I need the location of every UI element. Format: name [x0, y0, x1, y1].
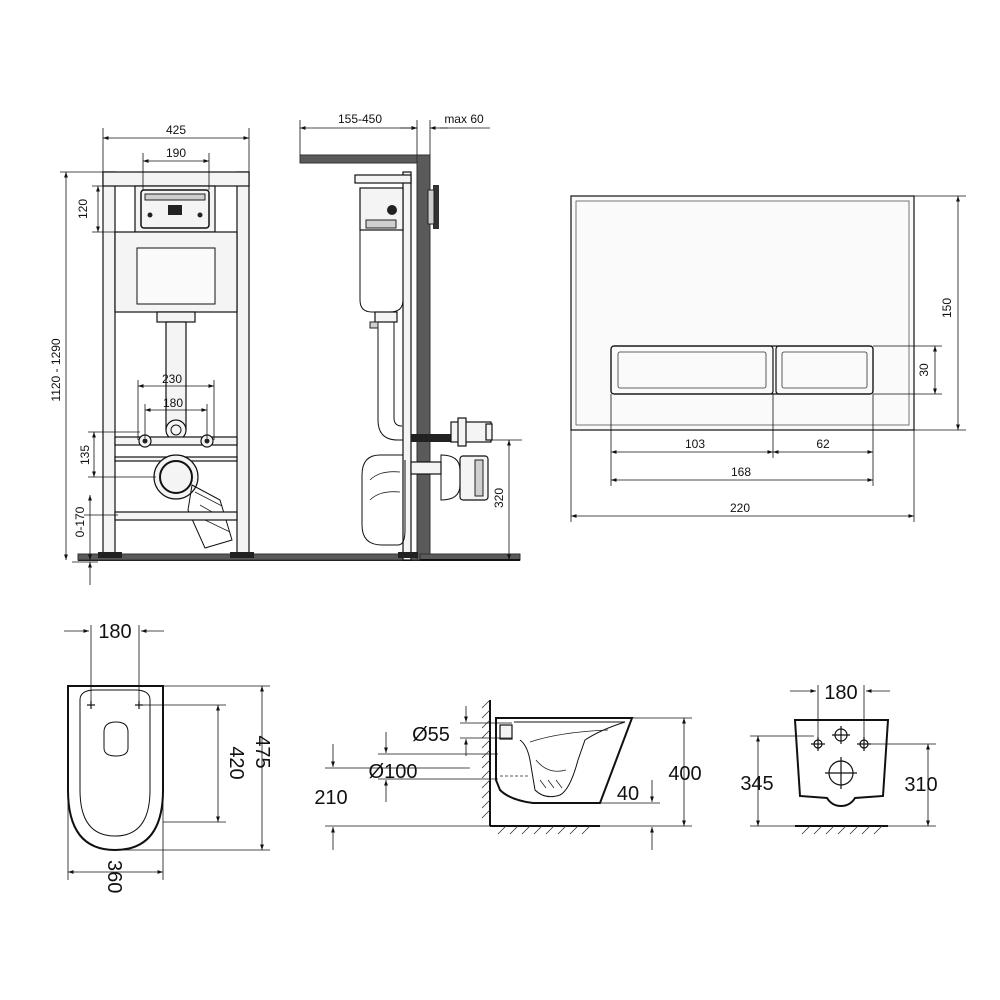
- bowl-bolt-spacing-label: 180: [98, 621, 131, 643]
- plate-width-dim: 220: [730, 501, 750, 515]
- bowl-side-view: Ø55 Ø100 210 400 40: [314, 699, 702, 850]
- bowl-total-length-label: 475: [251, 735, 273, 768]
- inlet-diameter-label: Ø55: [412, 724, 450, 746]
- frame-width-label: 425: [166, 123, 186, 137]
- bolt-spacing-inner-label: 180: [163, 396, 183, 410]
- outlet-height-label: 135: [78, 445, 92, 465]
- plate-width-label: 190: [166, 146, 186, 160]
- wall-max-label: max 60: [444, 112, 484, 126]
- frame-height-label: 1120 - 1290: [49, 338, 63, 401]
- back-height-right-label: 310: [904, 774, 937, 796]
- plate-height-label: 120: [76, 199, 90, 219]
- frame-side-view: 155-450 max 60 320: [299, 112, 522, 561]
- bolt-spacing-outer-label: 230: [162, 372, 182, 386]
- bowl-top-view: 180 420 475 360: [64, 621, 273, 893]
- right-button-width-dim: 62: [816, 437, 830, 451]
- outlet-height-label: 210: [314, 787, 347, 809]
- buttons-total-width-dim: 168: [731, 465, 751, 479]
- plate-height-dim: 150: [940, 298, 954, 318]
- back-bolt-spacing-label: 180: [824, 682, 857, 704]
- flush-plate-view: 150 30 103 62 168 220: [570, 195, 966, 522]
- small-flush-button: [775, 345, 874, 395]
- frame-depth-label: 155-450: [338, 112, 382, 126]
- bowl-height-label: 400: [668, 763, 701, 785]
- foot-adjust-label: 0-170: [73, 506, 87, 537]
- button-height-dim: 30: [917, 363, 931, 377]
- large-flush-button: [610, 345, 774, 395]
- bowl-length-to-bolts-label: 420: [225, 746, 247, 779]
- left-button-width-dim: 103: [685, 437, 705, 451]
- rim-offset-label: 40: [617, 783, 639, 805]
- frame-front-view: 425 190 120 1120 - 1290 230 180 135: [49, 123, 421, 585]
- bowl-width-label: 360: [103, 860, 125, 893]
- bowl-back-view: 180 345 310: [740, 682, 938, 835]
- outlet-diameter-label: Ø100: [369, 761, 418, 783]
- inlet-height-label: 320: [492, 488, 506, 508]
- back-height-left-label: 345: [740, 773, 773, 795]
